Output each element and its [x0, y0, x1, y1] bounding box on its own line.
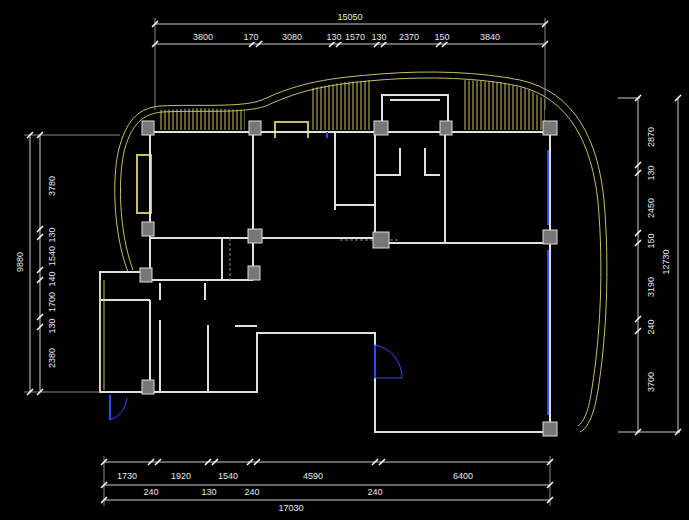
dimension-text: 130: [47, 226, 57, 243]
dimension-text: 130: [646, 164, 656, 181]
dimension-text: 2370: [398, 32, 420, 42]
dimension-text: 17030: [277, 503, 304, 513]
dimension-text: 130: [47, 317, 57, 334]
dimension-text: 240: [142, 487, 159, 497]
dimension-text: 1570: [344, 32, 366, 42]
dimension-text: 130: [370, 32, 387, 42]
dimension-text: 3190: [646, 276, 656, 298]
dimension-text: 130: [325, 32, 342, 42]
dimension-text: 1920: [170, 471, 192, 481]
dimension-text: 3780: [47, 175, 57, 197]
dimension-text: 150: [646, 232, 656, 249]
dimension-text: 150: [433, 32, 450, 42]
dimension-text: 1730: [116, 471, 138, 481]
dimension-text: 1700: [47, 291, 57, 313]
dimension-text: 140: [47, 270, 57, 287]
dimension-text: 2450: [646, 197, 656, 219]
dimension-text: 1540: [217, 471, 239, 481]
dimension-text: 240: [366, 487, 383, 497]
dimension-text: 170: [242, 32, 259, 42]
dimension-text: 6400: [452, 471, 474, 481]
dimension-text: 15050: [336, 12, 363, 22]
dimension-text: 240: [646, 318, 656, 335]
dimension-text: 4590: [302, 471, 324, 481]
dimension-text: 240: [243, 487, 260, 497]
dimension-text: 3700: [646, 371, 656, 393]
dimension-text: 1540: [47, 245, 57, 267]
dimension-text: 9880: [15, 251, 25, 273]
dimension-text: 3840: [479, 32, 501, 42]
dimension-text: 2870: [646, 126, 656, 148]
dimension-text: 3800: [192, 32, 214, 42]
dimension-text: 2380: [47, 347, 57, 369]
dimension-text: 130: [200, 487, 217, 497]
dimension-text: 12730: [661, 248, 671, 275]
dimension-text: 3080: [281, 32, 303, 42]
